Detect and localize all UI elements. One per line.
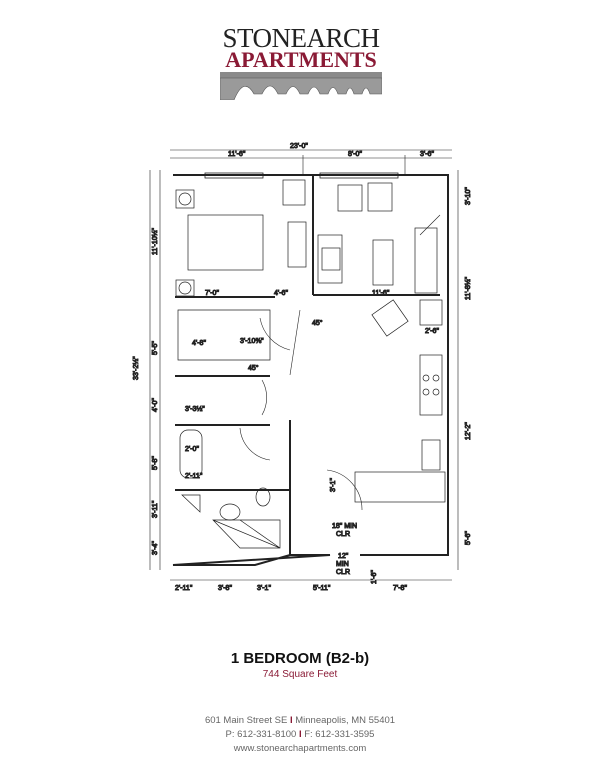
dim-right-4: 5'-6" xyxy=(465,531,472,545)
dim-bottom-2: 3'-8" xyxy=(218,585,232,592)
clearance-2-b: MIN xyxy=(336,561,349,568)
dim-bed-2: 4'-6" xyxy=(274,290,288,297)
city: Minneapolis, MN 55401 xyxy=(295,715,396,726)
dim-kitchen: 2'-6" xyxy=(425,328,439,335)
separator: I xyxy=(289,715,293,726)
dim-bottom-3: 3'-1" xyxy=(257,585,271,592)
dim-angle-2: 45° xyxy=(248,364,259,372)
logo-line1: STONEARCH xyxy=(222,23,380,53)
bridge-arches-icon xyxy=(220,72,382,100)
doors xyxy=(239,214,441,511)
dim-left-5: 3'-11" xyxy=(152,500,159,518)
coffee-table xyxy=(372,239,394,286)
dim-living: 11'-6" xyxy=(372,290,390,297)
dim-closet-door: 3'-10⅝" xyxy=(240,338,264,345)
windows xyxy=(204,172,399,179)
phone-line: P: 612-331-8100 I F: 612-331-3595 xyxy=(0,729,600,740)
dim-bottom-4: 5'-11" xyxy=(313,585,331,592)
toilet xyxy=(255,487,271,507)
walls xyxy=(172,174,449,566)
dim-left-2: 5'-5" xyxy=(152,341,159,355)
dim-island: 3'-1" xyxy=(330,478,337,492)
dim-tub-1: 2'-0" xyxy=(185,446,199,453)
fax: F: 612-331-3595 xyxy=(304,729,375,740)
phone: P: 612-331-8100 xyxy=(225,729,297,740)
armchair xyxy=(371,299,409,337)
dim-tub-2: 2'-11" xyxy=(185,473,203,480)
dim-right-2: 11'-8½" xyxy=(464,276,472,300)
dim-bed-1: 7'-0" xyxy=(205,290,219,297)
dimension-lines xyxy=(149,149,459,581)
clearance-1: 18" MIN xyxy=(332,523,357,530)
dim-bottom-5: 7'-8" xyxy=(393,585,407,592)
dim-overall-height: 33'-2½" xyxy=(132,356,140,380)
dim-bottom-1: 2'-11" xyxy=(175,585,193,592)
clearance-2-c: CLR xyxy=(336,569,350,576)
street: 601 Main Street SE xyxy=(204,715,288,726)
dim-closet-2: 3'-3½" xyxy=(185,405,205,413)
dim-overall-width: 23'-0" xyxy=(290,143,308,150)
unit-title: 1 BEDROOM (B2-b) xyxy=(230,650,370,667)
dim-right-1: 3'-10" xyxy=(465,187,472,205)
bed xyxy=(187,214,264,271)
logo-line2: APARTMENTS xyxy=(225,47,377,72)
address-line: 601 Main Street SE I Minneapolis, MN 554… xyxy=(0,715,600,726)
dimension-labels: 23'-0" 11'-6" 8'-0" 3'-6" 3'-10" 11'-8½"… xyxy=(132,143,473,593)
website-link[interactable]: www.stonearchapartments.com xyxy=(233,743,367,754)
island xyxy=(354,471,446,503)
unit-area: 744 Square Feet xyxy=(262,669,338,680)
separator: I xyxy=(298,729,302,740)
sofa xyxy=(414,227,438,294)
chair xyxy=(337,184,363,212)
bathtub xyxy=(179,429,203,479)
dim-right-3: 12'-2" xyxy=(465,422,472,440)
dim-top-1: 11'-6" xyxy=(228,151,246,158)
clearance-2: 12" xyxy=(338,553,349,560)
dim-left-1: 11'-10½" xyxy=(151,227,159,255)
dim-top-3: 3'-6" xyxy=(420,151,434,158)
dim-left-4: 5'-8" xyxy=(152,456,159,470)
dim-top-2: 8'-0" xyxy=(348,151,362,158)
sink xyxy=(421,439,441,471)
dim-small: 1'-6" xyxy=(371,570,378,584)
floor-plan: 23'-0" 11'-6" 8'-0" 3'-6" 3'-10" 11'-8½"… xyxy=(132,143,473,593)
dim-closet-1: 4'-8" xyxy=(192,340,206,347)
shower xyxy=(212,519,281,549)
clearance-1-b: CLR xyxy=(336,531,350,538)
dim-left-3: 4'-0" xyxy=(152,398,159,412)
dim-angle-1: 45° xyxy=(312,319,323,327)
dim-left-6: 3'-4" xyxy=(152,541,159,555)
logo: STONEARCH APARTMENTS xyxy=(218,24,384,102)
sink-bath xyxy=(219,503,241,521)
furniture xyxy=(175,179,446,549)
range xyxy=(419,354,443,416)
